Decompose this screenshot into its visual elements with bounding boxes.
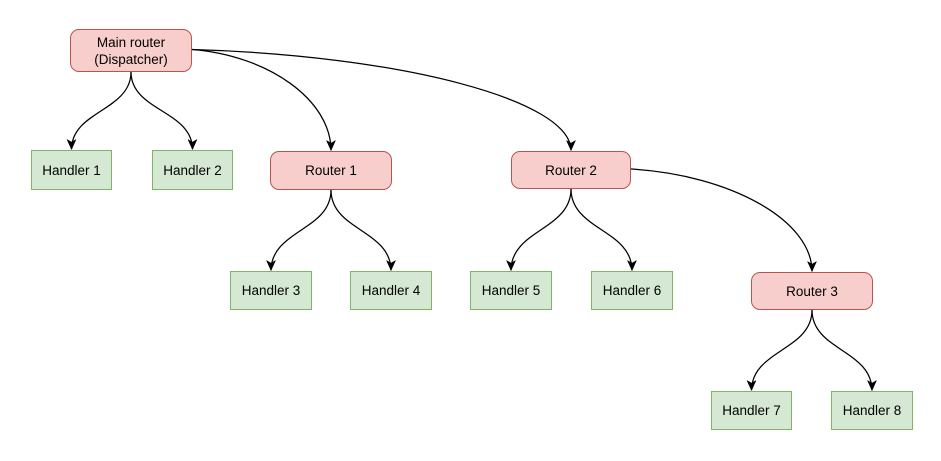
node-label: Handler 4 <box>361 283 421 298</box>
edge-router-1-to-handler-4 <box>330 189 397 272</box>
node-handler-6: Handler 6 <box>591 271 673 310</box>
node-router-2: Router 2 <box>511 151 631 189</box>
node-label: Main router (Dispatcher) <box>94 34 168 67</box>
node-handler-5: Handler 5 <box>470 271 552 310</box>
node-label: Handler 2 <box>163 162 222 178</box>
node-handler-1: Handler 1 <box>31 150 112 190</box>
node-label: Handler 6 <box>602 283 662 298</box>
node-router-1: Router 1 <box>270 151 392 190</box>
node-label: Handler 3 <box>241 283 301 298</box>
node-handler-2: Handler 2 <box>152 150 233 190</box>
node-label: Handler 7 <box>722 403 781 418</box>
node-handler-7: Handler 7 <box>711 391 792 430</box>
edge-main-router-to-handler-2 <box>130 71 198 151</box>
node-main-router: Main router (Dispatcher) <box>70 29 192 72</box>
node-label: Handler 5 <box>481 283 541 298</box>
node-label: Router 2 <box>545 162 597 178</box>
edge-main-router-to-router-2 <box>191 48 577 152</box>
node-label: Router 3 <box>786 283 838 299</box>
edge-router-2-to-router-3 <box>630 168 818 273</box>
edge-router-2-to-handler-6 <box>570 188 638 272</box>
edge-main-router-to-handler-1 <box>66 71 132 151</box>
node-label: Router 1 <box>305 163 357 178</box>
edge-router-2-to-handler-5 <box>505 188 572 272</box>
edge-router-1-to-handler-3 <box>265 189 332 272</box>
edge-router-3-to-handler-8 <box>811 309 878 392</box>
edges-group <box>66 48 878 392</box>
edge-router-3-to-handler-7 <box>746 309 813 392</box>
node-label: Handler 1 <box>42 162 101 178</box>
node-label: Handler 8 <box>842 403 902 418</box>
node-handler-8: Handler 8 <box>831 391 913 430</box>
edge-main-router-to-router-1 <box>191 48 337 152</box>
node-handler-3: Handler 3 <box>230 271 312 310</box>
node-handler-4: Handler 4 <box>350 271 432 310</box>
node-router-3: Router 3 <box>751 272 873 310</box>
